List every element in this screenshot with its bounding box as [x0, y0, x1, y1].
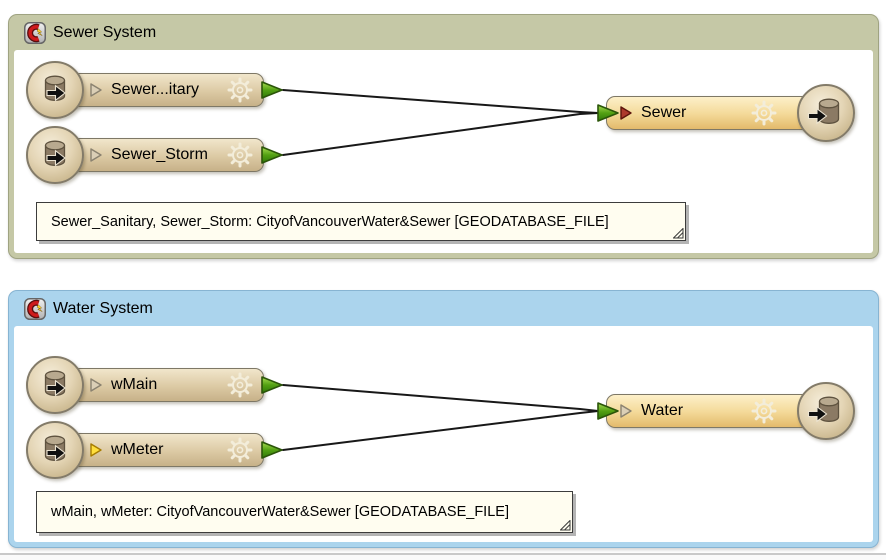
gear-icon[interactable] [751, 398, 777, 424]
annotation-text: wMain, wMeter: CityofVancouverWater&Sewe… [51, 504, 509, 520]
expand-triangle-icon[interactable] [89, 377, 103, 393]
connection-sewer-sanitary-to-sewer[interactable] [282, 89, 599, 114]
expand-triangle-icon[interactable] [619, 105, 633, 121]
cylinder-arrow-icon [806, 391, 846, 431]
cylinder-arrow-icon [35, 135, 75, 175]
cylinder-arrow-icon [35, 365, 75, 405]
node-label: wMeter [111, 441, 164, 458]
output-port[interactable] [260, 80, 284, 100]
gear-icon[interactable] [227, 372, 253, 398]
reader-node-wmain[interactable]: wMain [26, 356, 288, 414]
canvas-bottom-edge [0, 553, 886, 560]
output-port[interactable] [260, 145, 284, 165]
output-port[interactable] [260, 375, 284, 395]
node-label: Sewer [641, 104, 687, 121]
reader-node-wmeter[interactable]: wMeter [26, 421, 288, 479]
annotation-sewer-source[interactable]: Sewer_Sanitary, Sewer_Storm: CityofVanco… [36, 202, 686, 241]
reader-node-sewer-storm[interactable]: Sewer_Storm [26, 126, 288, 184]
database-reader-icon [26, 61, 84, 119]
database-reader-icon [26, 421, 84, 479]
node-label: wMain [111, 376, 158, 393]
gear-icon[interactable] [227, 142, 253, 168]
cylinder-arrow-icon [35, 430, 75, 470]
input-port[interactable] [596, 401, 620, 421]
cylinder-arrow-icon [806, 93, 846, 133]
resize-handle-icon[interactable] [673, 228, 684, 239]
output-port[interactable] [260, 440, 284, 460]
node-body[interactable]: wMeter [58, 433, 264, 467]
gear-icon[interactable] [227, 437, 253, 463]
database-writer-icon [797, 382, 855, 440]
node-body[interactable]: Sewer_Storm [58, 138, 264, 172]
node-body[interactable]: Sewer [606, 96, 820, 130]
gear-icon[interactable] [227, 77, 253, 103]
node-body[interactable]: Water [606, 394, 820, 428]
bookmark-title: Water System [53, 299, 153, 317]
bookmark-water-header[interactable]: Water System [9, 291, 878, 326]
expand-triangle-icon[interactable] [89, 442, 103, 458]
input-port[interactable] [596, 103, 620, 123]
annotation-text: Sewer_Sanitary, Sewer_Storm: CityofVanco… [51, 213, 609, 230]
node-label: Sewer...itary [111, 81, 200, 98]
gear-icon[interactable] [751, 100, 777, 126]
database-writer-icon [797, 84, 855, 142]
database-reader-icon [26, 356, 84, 414]
connection-wmain-to-water[interactable] [282, 384, 599, 412]
resize-handle-icon[interactable] [560, 520, 571, 531]
node-body[interactable]: Sewer...itary [58, 73, 264, 107]
bookmark-title: Sewer System [53, 23, 157, 41]
node-body[interactable]: wMain [58, 368, 264, 402]
expand-triangle-icon[interactable] [619, 403, 633, 419]
expand-triangle-icon[interactable] [89, 82, 103, 98]
annotation-water-source[interactable]: wMain, wMeter: CityofVancouverWater&Sewe… [36, 491, 573, 533]
node-label: Sewer_Storm [111, 146, 208, 163]
bookmark-sewer-header[interactable]: Sewer System [9, 15, 878, 50]
cylinder-arrow-icon [35, 70, 75, 110]
reader-node-sewer-sanitary[interactable]: Sewer...itary [26, 61, 288, 119]
writer-node-sewer[interactable]: Sewer [588, 84, 855, 142]
expand-triangle-icon[interactable] [89, 147, 103, 163]
node-label: Water [641, 402, 684, 419]
database-reader-icon [26, 126, 84, 184]
connection-sewer-storm-to-sewer[interactable] [282, 112, 599, 156]
connection-wmeter-to-water[interactable] [282, 410, 599, 451]
writer-node-water[interactable]: Water [588, 382, 855, 440]
